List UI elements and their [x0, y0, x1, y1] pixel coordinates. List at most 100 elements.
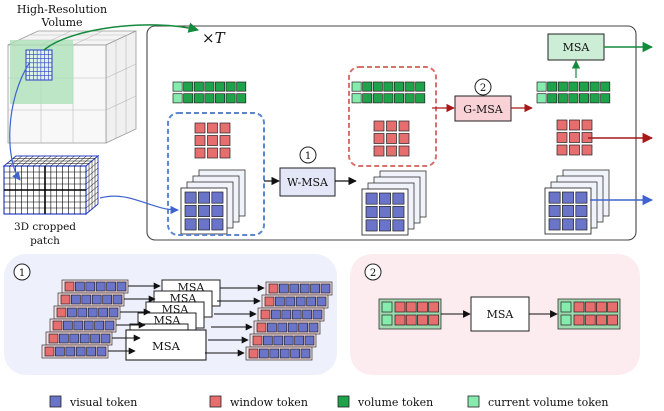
window-token: [260, 309, 271, 320]
visual-token: [271, 309, 281, 320]
volume-token: [236, 81, 247, 92]
window-token: [252, 335, 263, 346]
visual-token: [59, 333, 69, 344]
volume-token: [589, 81, 600, 92]
visual-token: [300, 348, 311, 359]
volume-token: [204, 93, 215, 104]
legend-swatch: [337, 395, 350, 408]
visual-token: [90, 333, 100, 344]
visual-token: [73, 320, 84, 331]
top-msa-label: MSA: [563, 41, 591, 54]
panel-1-badge: 1: [13, 263, 31, 281]
step-2-number: 2: [480, 83, 486, 94]
volume-token: [394, 81, 404, 92]
window-token: [219, 122, 231, 134]
legend-item: window token: [209, 395, 308, 409]
visual-token: [65, 346, 76, 357]
visual-token: [379, 219, 391, 232]
volume-token: [383, 81, 394, 92]
wmsa-label: W-MSA: [287, 176, 329, 189]
window-token: [386, 145, 397, 157]
window-token: [596, 301, 607, 313]
visual-token: [548, 205, 561, 217]
panel-2-msa-label: MSA: [487, 308, 515, 321]
high-resolution-volume: High-Resolution Volume: [7, 3, 137, 144]
visual-token: [308, 322, 319, 333]
window-token: [373, 133, 385, 144]
visual-token: [67, 307, 77, 318]
window-token: [556, 144, 568, 156]
fine-grid-patch: [25, 49, 53, 81]
volume-token: [557, 81, 568, 92]
visual-token: [211, 191, 224, 204]
current-volume-token: [560, 314, 572, 326]
visual-token: [269, 348, 280, 359]
panel-1-msa-label: MSA: [152, 339, 181, 353]
legend-item: volume token: [337, 395, 433, 409]
visual-token: [379, 206, 391, 218]
visual-token: [575, 218, 588, 231]
window-token: [405, 314, 417, 326]
window-token: [569, 119, 580, 131]
visual-token: [392, 192, 405, 205]
window-token: [607, 314, 618, 326]
window-volume-dashed-box: [348, 66, 437, 167]
visual-token: [184, 218, 197, 231]
visual-token: [79, 333, 90, 344]
visual-token: [290, 348, 300, 359]
volume-token: [183, 93, 194, 104]
visual-token: [198, 218, 210, 231]
window-token: [556, 132, 568, 143]
visual-token: [83, 320, 94, 331]
top-msa-block: MSA: [547, 33, 605, 61]
volume-token: [172, 81, 183, 92]
visual-token: [316, 296, 327, 307]
volume-token: [172, 93, 183, 104]
volume-token: [204, 81, 215, 92]
patch-label-line2: patch: [30, 235, 60, 247]
visual-token: [87, 307, 98, 318]
visual-token: [198, 191, 210, 204]
visual-token: [273, 335, 284, 346]
repeat-block: [146, 25, 637, 241]
visual-token: [287, 322, 298, 333]
window-token: [373, 120, 385, 132]
window-token: [194, 135, 206, 146]
volume-token: [394, 93, 404, 104]
volume-token: [579, 93, 589, 104]
volume-token: [362, 93, 373, 104]
visual-token: [365, 206, 378, 218]
window-token: [219, 147, 231, 159]
window-token: [373, 145, 385, 157]
visual-token: [291, 309, 302, 320]
visual-token: [285, 296, 296, 307]
visual-token: [277, 322, 288, 333]
current-volume-token: [560, 301, 572, 313]
visual-token: [86, 346, 96, 357]
legend-label: current volume token: [488, 396, 608, 409]
window-token: [264, 296, 275, 307]
volume-token: [557, 93, 568, 104]
visual-token: [365, 192, 378, 205]
window-token: [256, 322, 267, 333]
window-token: [394, 314, 406, 326]
visual-token: [575, 205, 588, 217]
volume-token: [600, 81, 611, 92]
legend-item: current volume token: [467, 395, 608, 409]
volume-token: [225, 93, 236, 104]
current-volume-token: [381, 301, 393, 313]
visual-token: [283, 335, 294, 346]
visual-token: [310, 283, 320, 294]
volume-token: [404, 81, 415, 92]
window-token: [569, 132, 580, 143]
volume-token: [236, 93, 247, 104]
step-1-badge: 1: [299, 146, 317, 164]
window-token: [573, 301, 585, 313]
window-token: [52, 320, 63, 331]
visual-token: [108, 307, 119, 318]
window-token: [207, 135, 218, 146]
volume-token: [215, 81, 225, 92]
window-token: [386, 120, 397, 132]
visual-token: [63, 320, 73, 331]
window-token: [584, 314, 596, 326]
